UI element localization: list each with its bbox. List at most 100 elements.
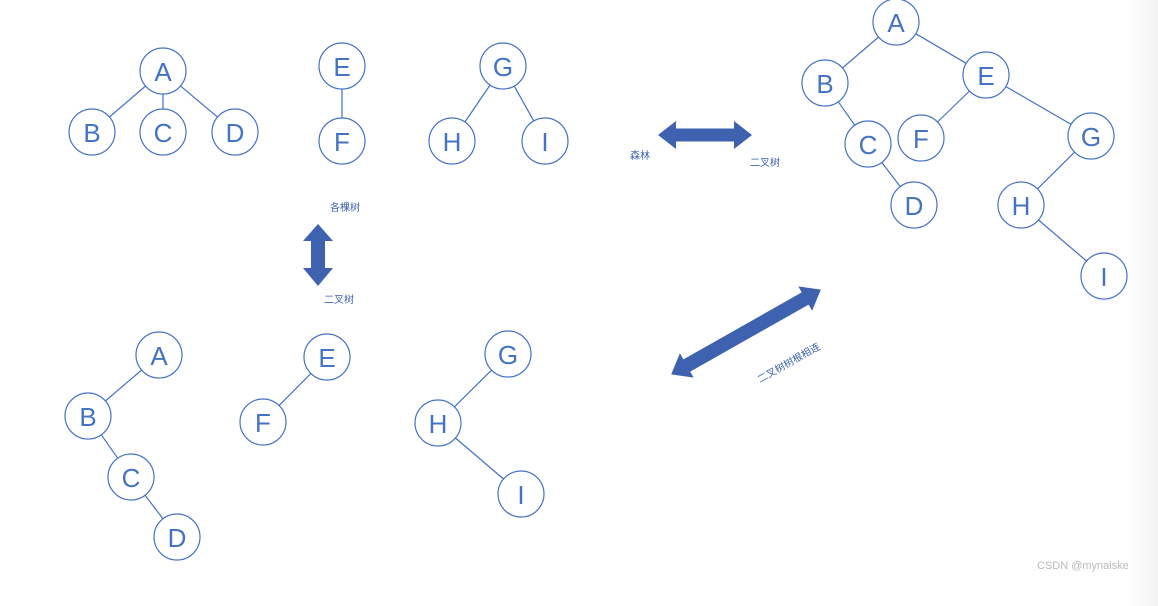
combined-binary-node-circle-c <box>844 120 892 168</box>
combined-binary-edge-e-g <box>1005 86 1072 125</box>
per-tree-binary-node-label-d: D <box>168 523 187 553</box>
combined-binary-node-b: B <box>801 59 849 107</box>
combined-binary-node-f: F <box>897 114 945 162</box>
combined-binary-node-circle-i <box>1080 252 1128 300</box>
per-tree-binary-node-circle-c <box>107 453 155 501</box>
forest-binary-double-arrow <box>658 121 752 149</box>
per-tree-binary-node-h: H <box>414 399 462 447</box>
forest-node-circle-f <box>318 117 366 165</box>
per-tree-binary-edge-e-f <box>278 372 312 407</box>
forest-node-label-i: I <box>541 127 548 157</box>
per-tree-binary-node-circle-i <box>497 470 545 518</box>
forest-node-circle-g <box>479 42 527 90</box>
combined-binary-node-label-d: D <box>905 191 924 221</box>
forest-edge-g-h <box>464 84 491 123</box>
per-tree-binary-node-b: B <box>64 392 112 440</box>
combined-binary-edge-h-i <box>1038 219 1087 262</box>
forest-node-label-e: E <box>333 52 350 82</box>
per-tree-binary-node-a: A <box>135 331 183 379</box>
forest-node-label-g: G <box>493 52 513 82</box>
edges-layer <box>100 33 1087 520</box>
forest-node-circle-c <box>139 108 187 156</box>
per-tree-binary-node-d: D <box>153 513 201 561</box>
combined-binary-node-i: I <box>1080 252 1128 300</box>
per-tree-binary-node-f: F <box>239 398 287 446</box>
forest-node-circle-d <box>211 108 259 156</box>
page-edge-shade <box>1128 0 1158 606</box>
per-tree-binary-node-label-e: E <box>318 343 335 373</box>
combined-binary-node-a: A <box>872 0 920 46</box>
combined-binary-node-h: H <box>997 181 1045 229</box>
forest-node-e: E <box>318 42 366 90</box>
combined-binary-node-circle-b <box>801 59 849 107</box>
combined-binary-node-label-a: A <box>887 8 905 38</box>
combined-binary-node-label-c: C <box>859 130 878 160</box>
forest-node-label-f: F <box>334 127 350 157</box>
combined-binary-edge-e-f <box>937 90 970 123</box>
combined-binary-node-circle-h <box>997 181 1045 229</box>
combined-binary-edge-a-b <box>842 36 879 69</box>
forest-node-label-b: B <box>83 118 100 148</box>
forest-node-d: D <box>211 108 259 156</box>
watermark: CSDN @mynaiskey <box>1037 560 1135 572</box>
combined-binary-edge-g-h <box>1036 151 1076 190</box>
combined-binary-node-label-f: F <box>913 124 929 154</box>
binary-tree-label-right: 二叉树 <box>750 156 780 169</box>
per-tree-binary-node-label-a: A <box>150 341 168 371</box>
forest-node-label-a: A <box>154 57 172 87</box>
per-tree-binary-node-label-c: C <box>122 463 141 493</box>
per-tree-binary-node-circle-e <box>303 333 351 381</box>
each-tree-label: 各棵树 <box>330 201 360 214</box>
per-tree-binary-node-circle-b <box>64 392 112 440</box>
forest-node-label-d: D <box>226 118 245 148</box>
combined-binary-node-label-i: I <box>1100 262 1107 292</box>
per-tree-binary-node-circle-h <box>414 399 462 447</box>
forest-node-circle-b <box>68 108 116 156</box>
combined-binary-edge-a-e <box>915 33 967 64</box>
combined-binary-node-circle-d <box>890 181 938 229</box>
root-connect-label: 二叉树树根相连 <box>755 340 822 386</box>
per-tree-binary-node-label-b: B <box>79 402 96 432</box>
per-tree-binary-edge-a-b <box>105 369 142 402</box>
per-tree-binary-node-label-h: H <box>429 409 448 439</box>
per-tree-binary-node-label-g: G <box>498 340 518 370</box>
combined-binary-edge-c-d <box>881 162 901 187</box>
forest-edge-a-d <box>180 85 218 118</box>
per-tree-binary-node-i: I <box>497 470 545 518</box>
per-tree-binary-edge-g-h <box>453 369 493 408</box>
combined-binary-node-label-b: B <box>816 69 833 99</box>
binary-tree-label-down: 二叉树 <box>324 293 354 306</box>
per-tree-binary-node-circle-g <box>484 330 532 378</box>
combined-binary-node-circle-a <box>872 0 920 46</box>
forest-node-b: B <box>68 108 116 156</box>
combined-binary-node-label-h: H <box>1012 191 1031 221</box>
per-tree-binary-node-c: C <box>107 453 155 501</box>
combined-binary-node-circle-g <box>1067 112 1115 160</box>
forest-label: 森林 <box>630 149 650 162</box>
forest-edge-g-i <box>513 85 535 122</box>
per-tree-binary-edge-h-i <box>455 437 504 480</box>
forest-node-h: H <box>428 117 476 165</box>
combined-binary-node-d: D <box>890 181 938 229</box>
per-tree-binary-node-circle-d <box>153 513 201 561</box>
per-tree-binary-edge-c-d <box>144 494 164 520</box>
per-tree-binary-node-circle-a <box>135 331 183 379</box>
combined-binary-node-label-g: G <box>1081 122 1101 152</box>
forest-node-circle-e <box>318 42 366 90</box>
forest-edge-a-b <box>109 85 146 118</box>
each-tree-binary-double-arrow <box>303 224 333 286</box>
per-tree-binary-node-circle-f <box>239 398 287 446</box>
combined-binary-node-e: E <box>962 51 1010 99</box>
combined-binary-node-circle-f <box>897 114 945 162</box>
per-tree-binary-node-g: G <box>484 330 532 378</box>
per-tree-binary-node-label-i: I <box>517 480 524 510</box>
forest-node-circle-a <box>139 47 187 95</box>
forest-node-g: G <box>479 42 527 90</box>
combined-binary-edge-b-c <box>837 101 856 126</box>
combined-binary-node-circle-e <box>962 51 1010 99</box>
per-tree-binary-node-e: E <box>303 333 351 381</box>
forest-node-i: I <box>521 117 569 165</box>
per-tree-binary-node-label-f: F <box>255 408 271 438</box>
